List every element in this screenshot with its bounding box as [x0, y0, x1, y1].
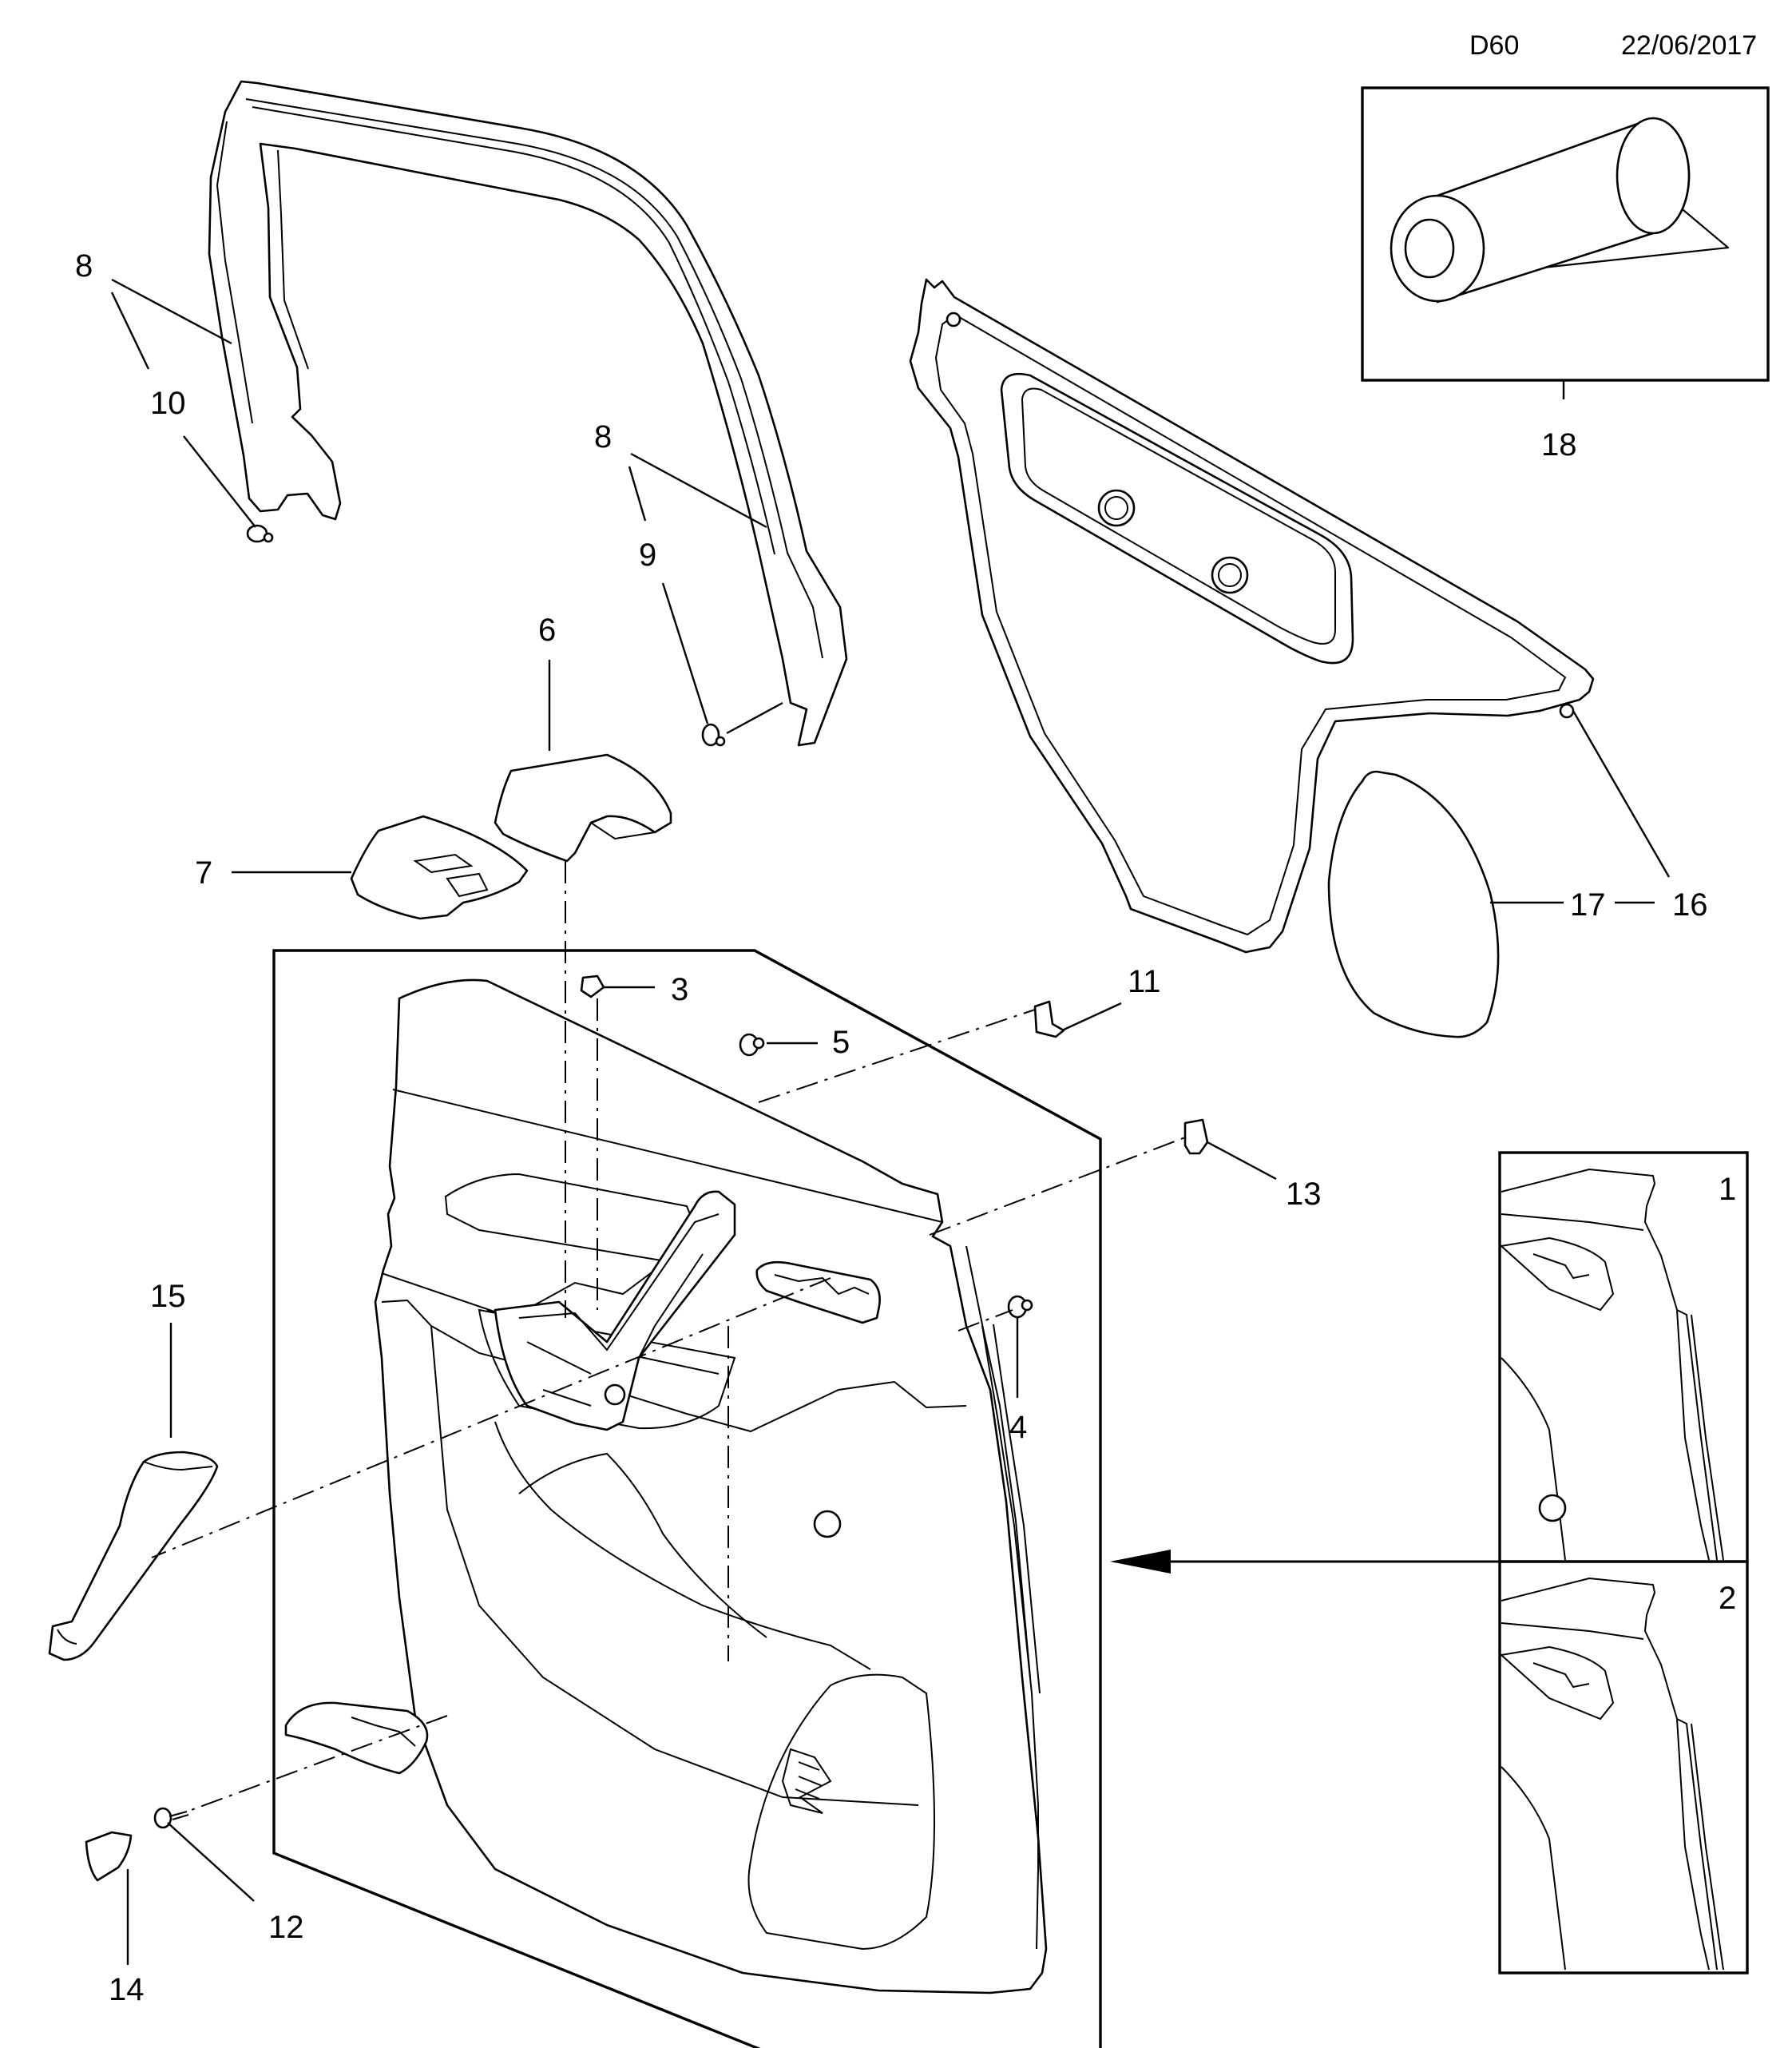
insulation-roll-illustration [1390, 117, 1730, 304]
pull-cup-lower [284, 1701, 429, 1775]
callout-8-upper: 8 [75, 248, 93, 284]
callout-15: 15 [150, 1279, 186, 1314]
inner-door-handle [755, 1260, 881, 1324]
switch-bezel-part-7 [350, 815, 529, 920]
fastener-4 [1007, 1295, 1033, 1319]
callout-4: 4 [1009, 1410, 1027, 1445]
diagram-code: D60 [1469, 30, 1520, 61]
main-panel-frame [272, 949, 1102, 2048]
variant-1-view [1499, 1168, 1724, 1561]
callout-14: 14 [109, 1972, 145, 2007]
callout-16: 16 [1672, 887, 1708, 923]
variant-2-view [1499, 1577, 1724, 1971]
screw-12 [153, 1807, 189, 1829]
window-switch-handle [494, 1190, 736, 1431]
callout-12: 12 [268, 1910, 304, 1945]
inset-box-insulation-roll [1361, 86, 1770, 399]
fastener-10 [246, 524, 274, 543]
leader-lines [110, 278, 1671, 1965]
clip-11 [1033, 1000, 1065, 1038]
clip-13 [1183, 1118, 1209, 1155]
callout-10: 10 [150, 386, 186, 421]
grab-handle-part-15 [48, 1451, 219, 1661]
callout-6: 6 [538, 613, 556, 648]
assembly-lines [151, 861, 1186, 1812]
callout-labels: 1 2 3 4 5 6 7 8 8 9 10 11 12 13 14 15 16… [75, 248, 1736, 2007]
trim-cap-part-6 [494, 753, 672, 863]
callout-2: 2 [1719, 1581, 1736, 1616]
diagram-date: 22/06/2017 [1621, 30, 1758, 61]
callout-13: 13 [1286, 1177, 1322, 1212]
callout-9: 9 [639, 538, 656, 573]
fastener-5 [739, 1033, 765, 1057]
inset-variant-views [1498, 1151, 1749, 1975]
door-frame-trim [208, 80, 848, 747]
door-trim-panel [272, 949, 1102, 2048]
callout-1: 1 [1719, 1172, 1736, 1207]
callout-3: 3 [671, 972, 688, 1007]
callout-11: 11 [1128, 964, 1161, 999]
sound-insulation-panel [909, 278, 1595, 954]
callout-8-lower: 8 [594, 419, 612, 454]
clip-3 [580, 974, 605, 998]
callout-18: 18 [1541, 427, 1577, 462]
view-reference-arrow [1110, 1550, 1500, 1574]
callout-17: 17 [1570, 887, 1606, 923]
cap-14 [85, 1831, 133, 1882]
callout-7: 7 [195, 855, 212, 891]
callout-5: 5 [832, 1025, 850, 1060]
fastener-9 [701, 723, 726, 747]
speaker-disc [1327, 770, 1500, 1038]
